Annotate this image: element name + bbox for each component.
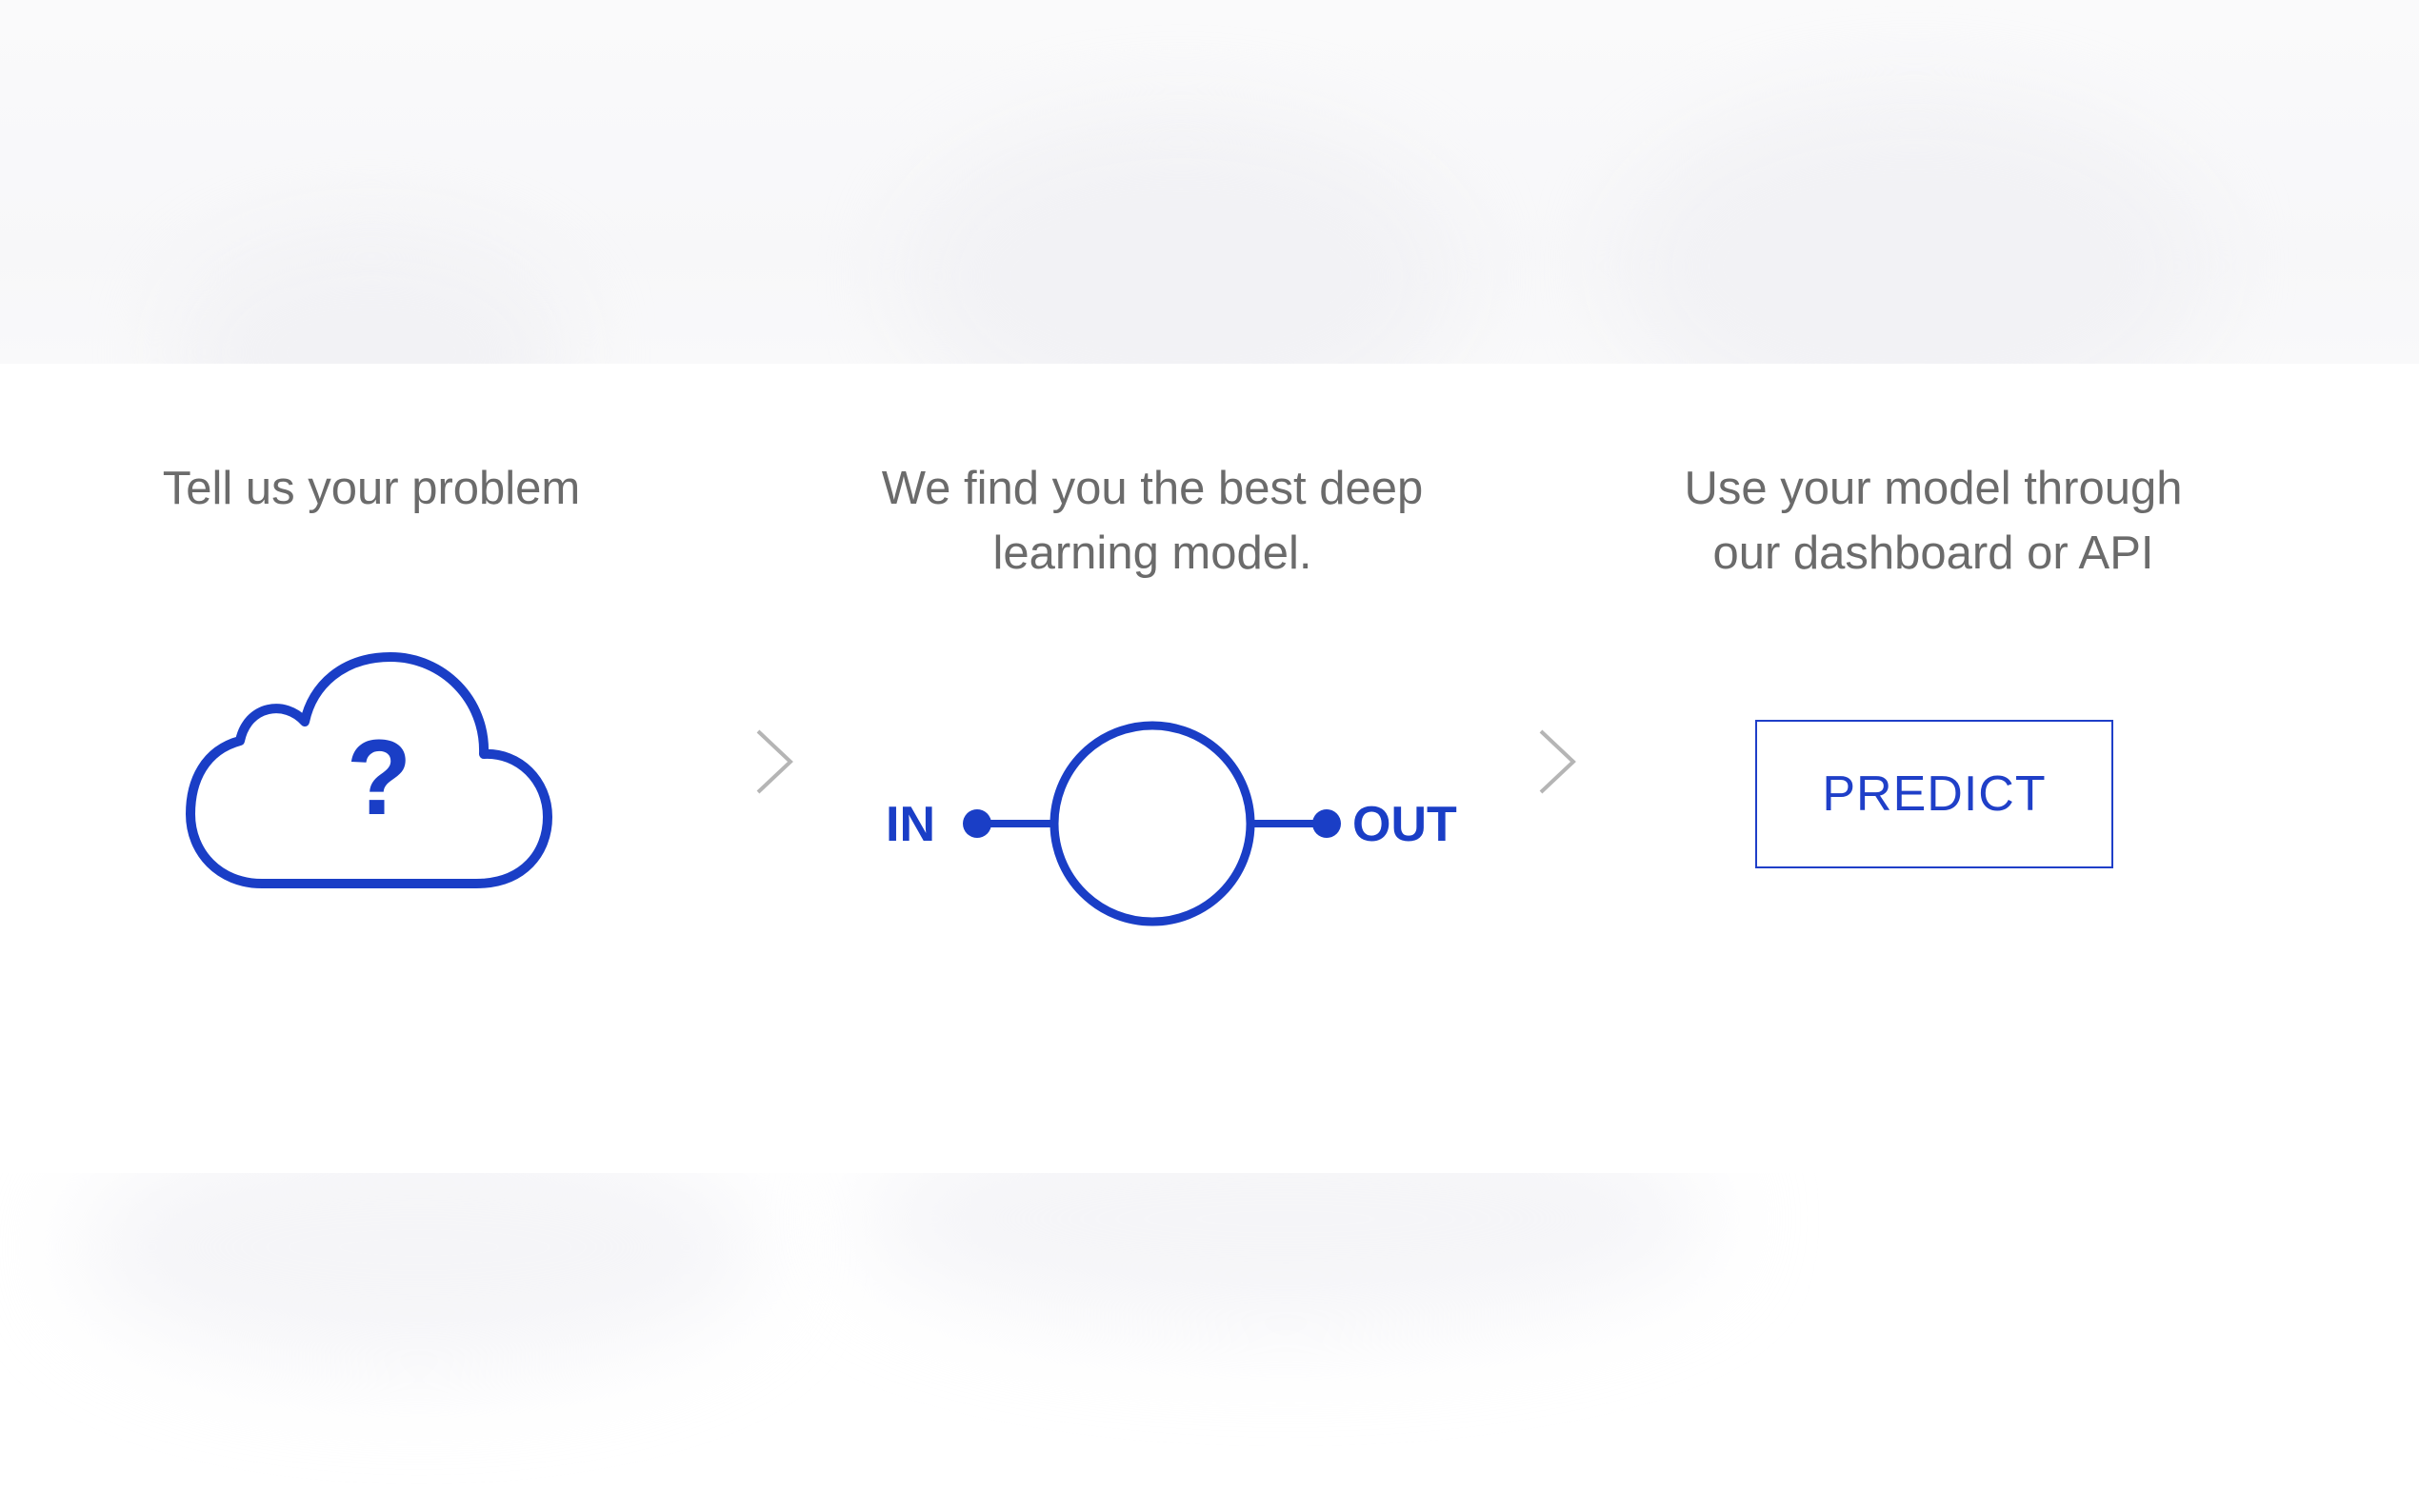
step-3-line-1: Use your model through xyxy=(1684,463,2183,514)
output-node-dot xyxy=(1312,809,1341,838)
step-2-line-1: We find you the best deep xyxy=(881,463,1424,514)
step-1-line-1: Tell us your problem xyxy=(162,463,581,514)
step-1-text: Tell us your problem xyxy=(143,456,600,521)
diagram-in-label: IN xyxy=(886,797,935,852)
predict-button[interactable]: PREDICT xyxy=(1755,720,2113,868)
chevron-right-icon xyxy=(1539,729,1576,794)
step-3-line-2: our dashboard or API xyxy=(1712,527,2154,579)
chevron-right-icon xyxy=(756,729,793,794)
top-background-band xyxy=(0,0,2419,476)
step-3-text: Use your model through our dashboard or … xyxy=(1638,456,2229,586)
cloud-question-icon: ? xyxy=(186,652,552,888)
diagram-out-label: OUT xyxy=(1352,797,1457,852)
cloud-question-mark: ? xyxy=(347,718,411,837)
step-2-text: We find you the best deep learning model… xyxy=(838,456,1467,586)
model-node-circle xyxy=(1050,721,1255,926)
model-diagram-icon xyxy=(963,721,1341,926)
step-2-line-2: learning model. xyxy=(992,527,1312,579)
